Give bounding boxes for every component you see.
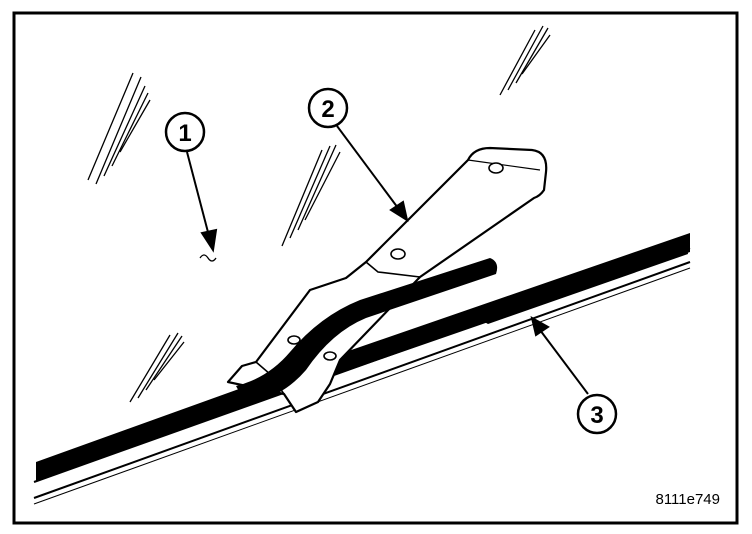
glass-surface-mark	[199, 254, 217, 262]
callout-3-label: 3	[590, 402, 603, 429]
glass-reflection-marks	[87, 25, 551, 403]
callout-3: 3	[576, 393, 618, 435]
figure-code: 8111e749	[655, 491, 720, 508]
callout-1-label: 1	[178, 120, 191, 147]
callout-leaders	[186, 125, 589, 395]
reveal-molding-piece	[480, 236, 688, 324]
callout-2: 2	[307, 87, 349, 129]
callout-1: 1	[164, 111, 206, 153]
callout-2-label: 2	[321, 96, 334, 123]
reveal-molding-lifted	[236, 258, 498, 404]
